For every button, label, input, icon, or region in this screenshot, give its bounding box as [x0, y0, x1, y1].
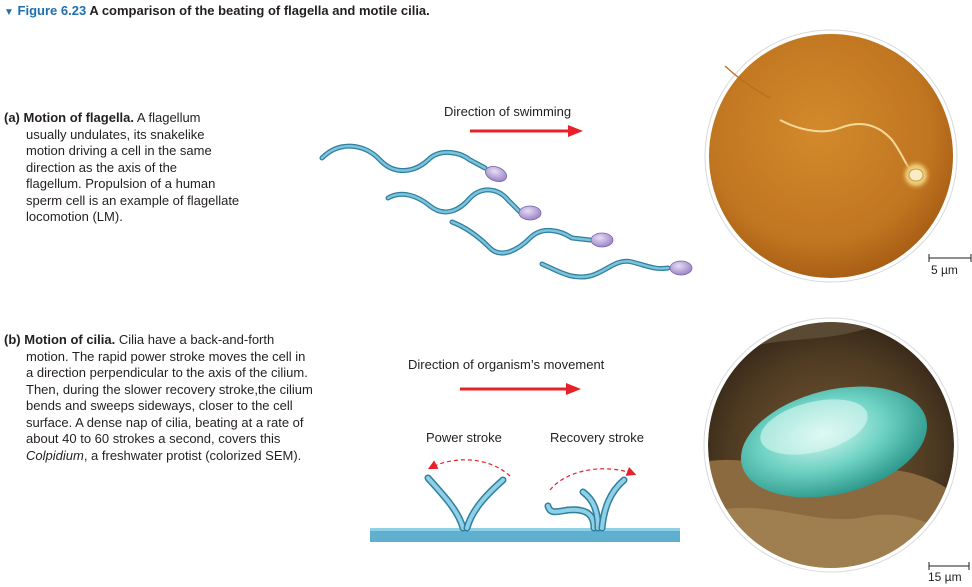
sperm-cell: [319, 143, 508, 182]
sperm-micrograph: [704, 29, 958, 283]
scale-bar: [928, 562, 970, 570]
recovery-stroke-cilium: [544, 466, 637, 532]
power-stroke-label: Power stroke: [426, 430, 502, 445]
sperm-illustration: [319, 143, 693, 280]
caption-line: motion. The rapid power stroke moves the…: [26, 348, 306, 364]
caption-line: A flagellum: [136, 110, 201, 125]
panel-tag: (b): [4, 332, 21, 347]
cilia-micrograph: [703, 317, 959, 573]
caption-line: a direction perpendicular to the axis of…: [26, 365, 308, 380]
caption-line: Then, during the slower recovery stroke,…: [26, 381, 313, 397]
caption-line: locomotion (LM).: [26, 209, 123, 224]
caption-flagella: (a) Motion of flagella. A flagellum usua…: [4, 110, 294, 226]
sperm-cell: [449, 219, 614, 256]
caption-line: sperm cell is an example of flagellate: [26, 192, 240, 208]
caption-heading: Motion of flagella.: [23, 110, 135, 125]
caption-line: flagellum. Propulsion of a human: [26, 176, 216, 191]
sperm-cell: [539, 258, 693, 280]
direction-arrow: [470, 125, 583, 137]
caption-line: Colpidium, a freshwater protist (coloriz…: [4, 448, 349, 465]
species-name: Colpidium: [26, 447, 84, 463]
caption-heading: Motion of cilia.: [24, 332, 116, 347]
direction-movement-label: Direction of organism’s movement: [408, 357, 605, 372]
direction-arrow: [460, 383, 581, 395]
figure-title-text: A comparison of the beating of flagella …: [89, 3, 430, 18]
cilia-diagram: [370, 459, 680, 542]
caption-line: Cilia have a back-and-forth: [118, 332, 275, 347]
caption-cilia: (b) Motion of cilia. Cilia have a back-a…: [4, 332, 349, 464]
panel-tag: (a): [4, 110, 20, 125]
scale-label-15um: 15 µm: [928, 570, 962, 584]
caption-line: about 40 to 60 strokes a second, covers …: [26, 431, 281, 446]
scale-label-5um: 5 µm: [931, 263, 958, 277]
figure-title: ▼ Figure 6.23 A comparison of the beatin…: [4, 3, 430, 18]
cell-surface: [370, 528, 680, 542]
scale-bar: [928, 254, 972, 262]
caption-line: bends and sweeps sideways, closer to the…: [26, 398, 293, 413]
figure-number: Figure 6.23: [17, 3, 87, 18]
direction-swimming-label: Direction of swimming: [444, 104, 572, 119]
caption-line: usually undulates, its snakelike: [26, 126, 205, 142]
sperm-cell: [385, 187, 542, 221]
power-stroke-cilium: [424, 459, 511, 532]
triangle-icon: ▼: [4, 7, 14, 18]
caption-line: motion driving a cell in the same: [26, 143, 212, 158]
caption-line: surface. A dense nap of cilia, beating a…: [26, 414, 304, 430]
caption-line-rest: , a freshwater protist (colorized SEM).: [83, 447, 302, 463]
recovery-stroke-label: Recovery stroke: [550, 430, 644, 445]
caption-line: direction as the axis of the: [26, 159, 178, 175]
